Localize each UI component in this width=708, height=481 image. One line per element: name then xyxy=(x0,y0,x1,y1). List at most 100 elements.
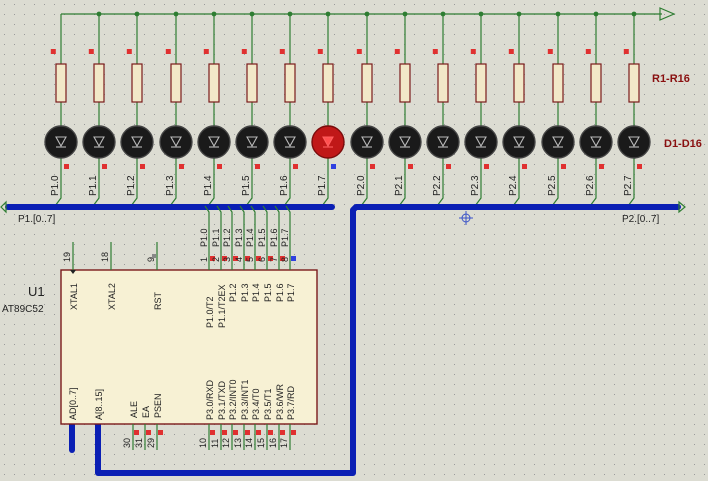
led-wire-label: P2.5 xyxy=(547,175,558,196)
led[interactable] xyxy=(350,125,384,159)
led[interactable] xyxy=(273,125,307,159)
led[interactable] xyxy=(159,125,193,159)
resistor[interactable] xyxy=(475,63,487,103)
resistor[interactable] xyxy=(322,63,334,103)
resistor[interactable] xyxy=(437,63,449,103)
led[interactable] xyxy=(197,125,231,159)
port1-pin-line xyxy=(204,205,210,270)
port1-pin-number: 2 xyxy=(211,257,221,262)
port1-wire-label: P1.1 xyxy=(211,228,221,247)
resistor[interactable] xyxy=(208,63,220,103)
resistor[interactable] xyxy=(93,63,105,103)
led[interactable] xyxy=(541,125,575,159)
led-pin-marker xyxy=(140,164,145,169)
led[interactable] xyxy=(388,125,422,159)
port3-pin-name: P3.7/RD xyxy=(286,385,296,420)
port3-pin-name: P3.3/INT1 xyxy=(240,379,250,420)
led-bus-wire xyxy=(398,158,406,207)
port1-pin-line xyxy=(227,205,233,270)
led[interactable] xyxy=(235,125,269,159)
chip-u1[interactable]: U1AT89C5219XTAL118XTAL29RSTP1.01P1.0/T2P… xyxy=(2,205,318,450)
chip-top-pin-number: 19 xyxy=(62,252,72,262)
led[interactable] xyxy=(579,125,613,159)
port1-pin-marker xyxy=(210,256,215,261)
led-bus-wire xyxy=(436,158,444,207)
resistor-pin-marker xyxy=(50,49,56,54)
control-pin-marker xyxy=(158,430,163,435)
resistor-pin-marker xyxy=(126,49,132,54)
led-pin-marker xyxy=(64,164,69,169)
led-wire-label: P1.5 xyxy=(241,175,252,196)
port3-pin-name: P3.6/WR xyxy=(275,383,285,420)
port1-pin-marker xyxy=(233,256,238,261)
led-body xyxy=(502,125,536,159)
resistor-pin-marker xyxy=(165,49,171,54)
port3-pin-name: P3.1/TXD xyxy=(217,380,227,420)
led-body xyxy=(350,125,384,159)
power-arrow-icon xyxy=(659,7,676,21)
resistor-pin-marker xyxy=(508,49,514,54)
port1-pin-line xyxy=(239,205,245,270)
port1-pin-name: P1.2 xyxy=(228,283,238,302)
port1-pin-number: 5 xyxy=(245,257,255,262)
xtal-clock-icon xyxy=(70,270,76,274)
port3-pin-marker xyxy=(291,430,296,435)
resistor[interactable] xyxy=(55,63,67,103)
resistor[interactable] xyxy=(552,63,564,103)
chip-ref-label: U1 xyxy=(28,284,45,299)
port1-pin-line xyxy=(262,205,268,270)
port1-wire-label: P1.7 xyxy=(280,228,290,247)
led-bus-wire xyxy=(169,158,177,207)
port1-pin-number: 4 xyxy=(234,257,244,262)
diode-triangle-icon xyxy=(361,136,373,148)
led[interactable] xyxy=(617,125,651,159)
port1-pin-number: 6 xyxy=(257,257,267,262)
chip-top-pin-name: XTAL2 xyxy=(107,283,117,310)
port1-pin-name: P1.6 xyxy=(275,283,285,302)
port3-pin-marker xyxy=(245,430,250,435)
led-bus-wire xyxy=(321,158,329,207)
led-pin-marker xyxy=(446,164,451,169)
resistor-pin-marker xyxy=(470,49,476,54)
resistor[interactable] xyxy=(513,63,525,103)
resistor[interactable] xyxy=(628,63,640,103)
crosshair-cursor-icon xyxy=(459,211,473,225)
chip-top-pin-name: RST xyxy=(153,291,163,310)
resistor[interactable] xyxy=(170,63,182,103)
resistor-pin-marker xyxy=(317,49,323,54)
led[interactable] xyxy=(464,125,498,159)
led-body xyxy=(235,125,269,159)
resistor[interactable] xyxy=(284,63,296,103)
port1-pin-number: 1 xyxy=(199,257,209,262)
led-wire-label: P1.4 xyxy=(203,175,214,196)
resistor[interactable] xyxy=(590,63,602,103)
led-wire-label: P1.0 xyxy=(50,175,61,196)
p2-bus-label: P2.[0..7] xyxy=(622,214,659,225)
led[interactable] xyxy=(426,125,460,159)
resistor[interactable] xyxy=(399,63,411,103)
resistor[interactable] xyxy=(361,63,373,103)
resistor[interactable] xyxy=(131,63,143,103)
led-body xyxy=(464,125,498,159)
port3-pin-marker xyxy=(233,430,238,435)
resistor[interactable] xyxy=(246,63,258,103)
led-wire-label: P2.1 xyxy=(394,175,405,196)
led[interactable] xyxy=(120,125,154,159)
port1-pin-line xyxy=(216,205,222,270)
port3-pin-number: 17 xyxy=(279,438,289,448)
diode-triangle-icon xyxy=(284,136,296,148)
led[interactable] xyxy=(44,125,78,159)
led[interactable] xyxy=(311,125,345,159)
bus-layer xyxy=(0,200,686,476)
led-bus-wire xyxy=(627,158,635,207)
led-body xyxy=(197,125,231,159)
p2-bus[interactable] xyxy=(95,204,681,476)
led[interactable] xyxy=(82,125,116,159)
led[interactable] xyxy=(502,125,536,159)
rst-pin-marker xyxy=(152,254,156,258)
led-wire-label: P2.3 xyxy=(470,175,481,196)
chip-top-pin-number: 18 xyxy=(100,252,110,262)
diode-triangle-icon xyxy=(590,136,602,148)
led-wire-label: P2.6 xyxy=(585,175,596,196)
